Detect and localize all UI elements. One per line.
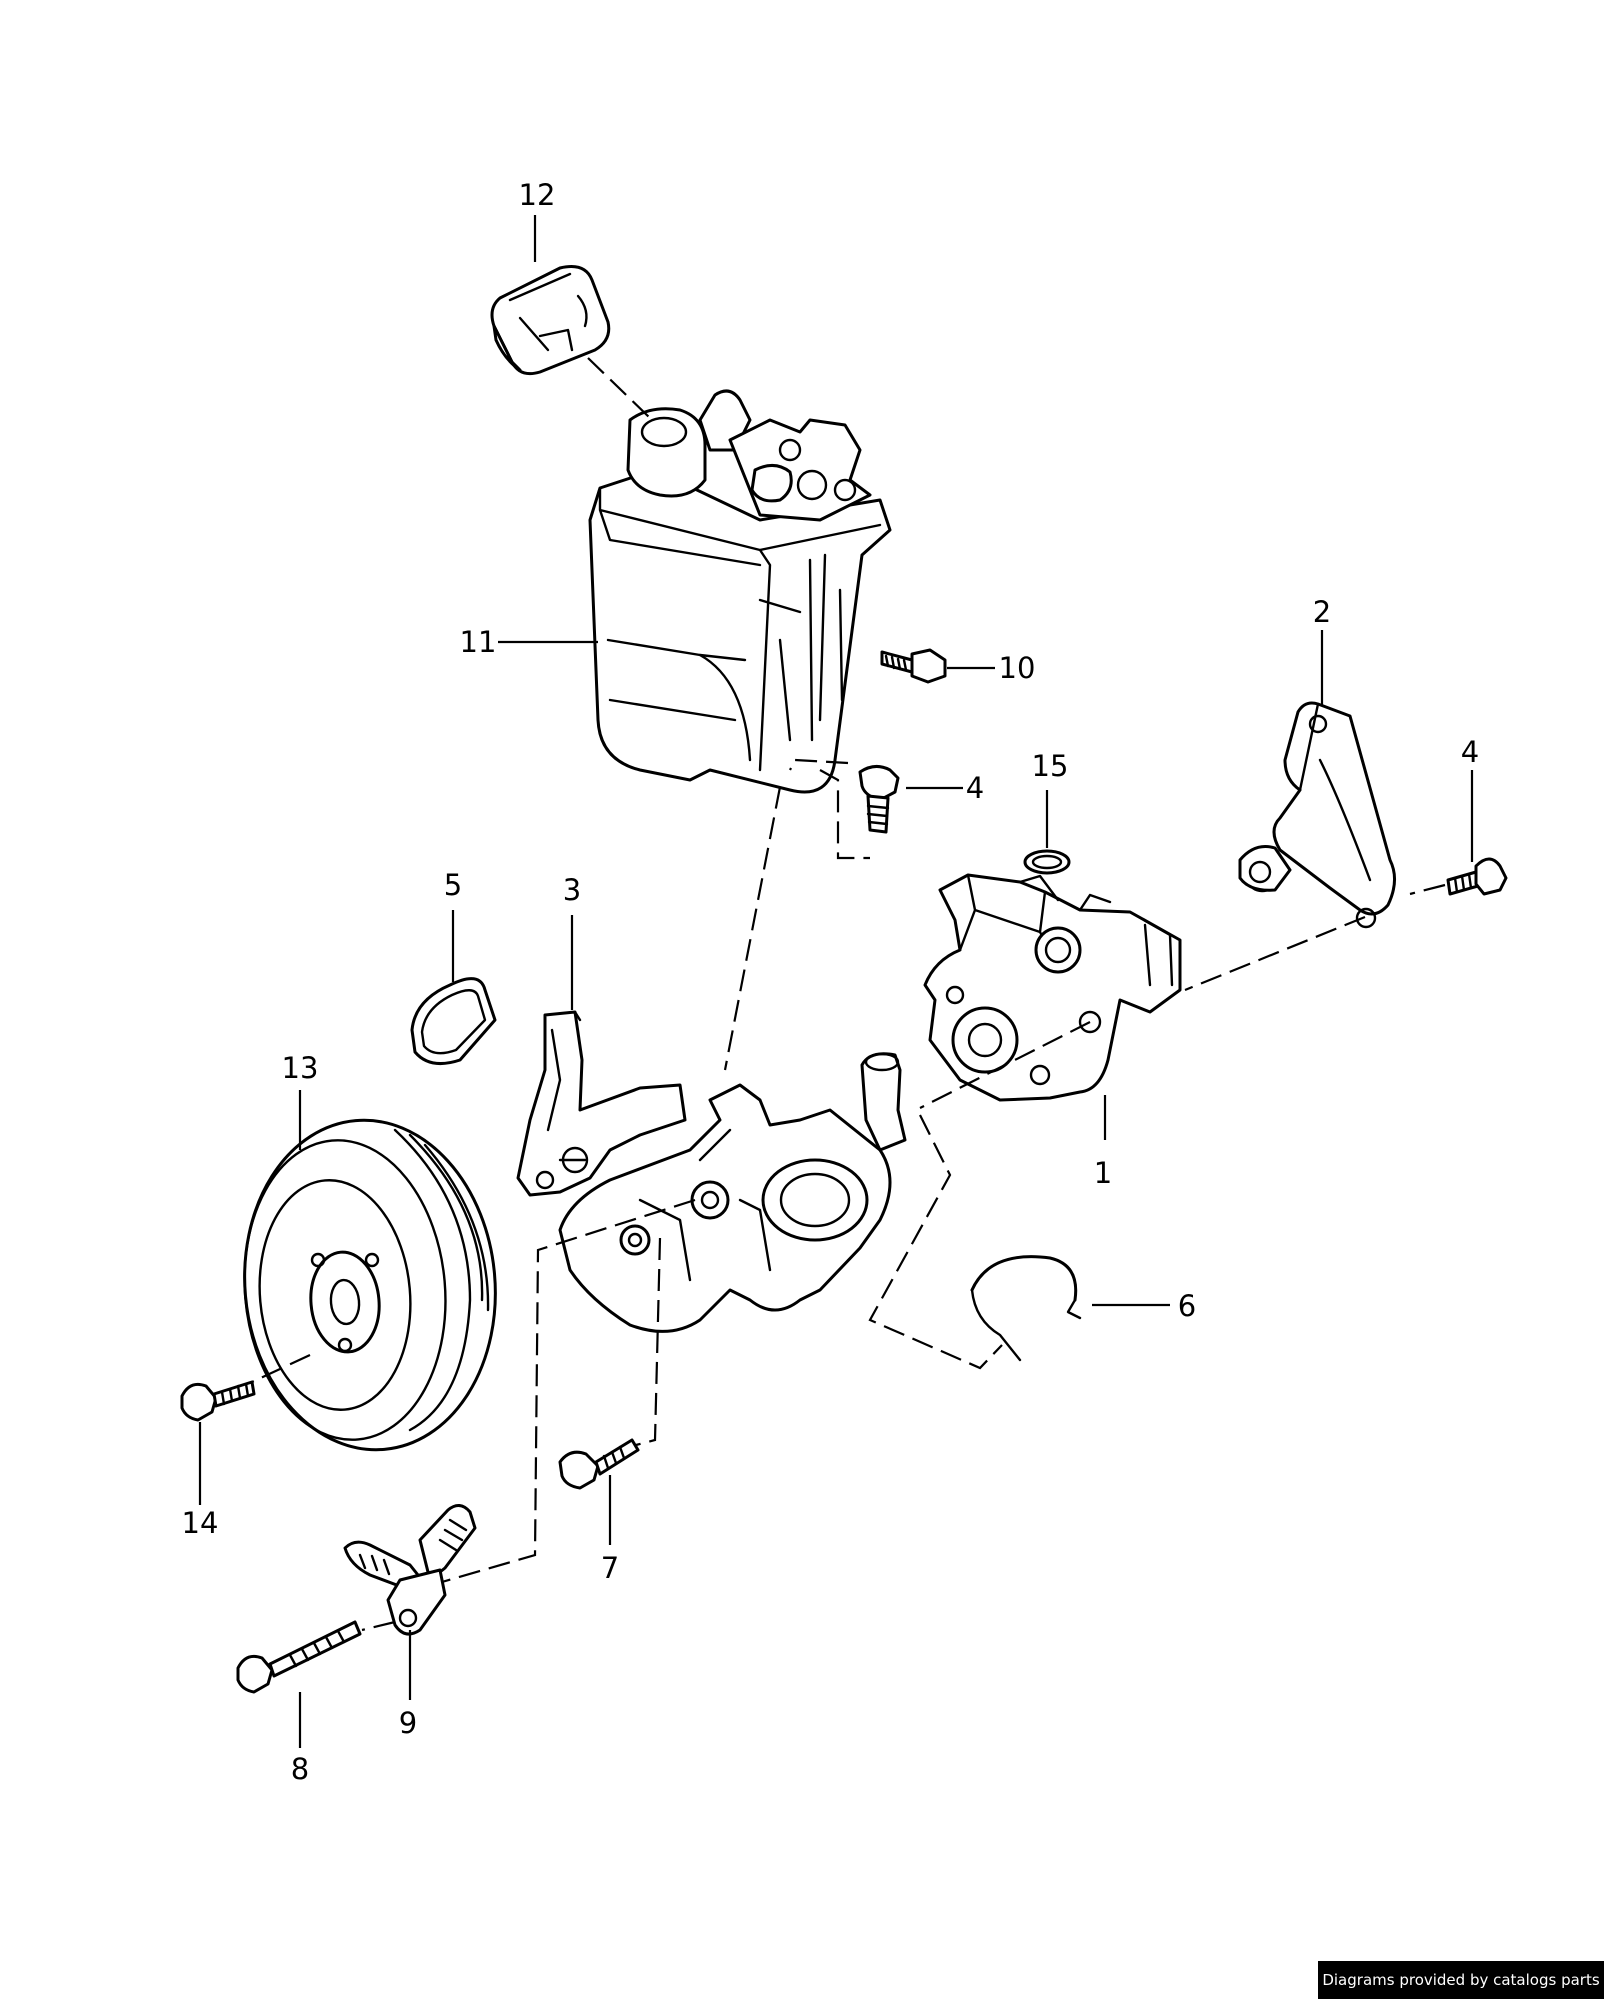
bolt-14[interactable] (180, 1380, 256, 1422)
fitting-9[interactable] (343, 1504, 477, 1636)
callout-9: 9 (399, 1706, 417, 1740)
callout-1: 1 (1094, 1156, 1112, 1190)
callout-7: 7 (601, 1551, 619, 1585)
callout-5: 5 (444, 868, 462, 902)
power-steering-pump[interactable] (923, 873, 1182, 1102)
callout-12: 12 (519, 178, 556, 212)
bolt-10[interactable] (880, 648, 947, 684)
pump-housing[interactable] (558, 1052, 907, 1333)
bolt-8[interactable] (236, 1620, 362, 1694)
callout-10: 10 (999, 651, 1036, 685)
callout-4-upper: 4 (966, 771, 984, 805)
callout-4-right: 4 (1461, 735, 1479, 769)
o-ring-15[interactable] (1023, 849, 1071, 875)
assembly-lines (251, 357, 1446, 1632)
callout-14: 14 (182, 1506, 219, 1540)
callout-6: 6 (1178, 1289, 1196, 1323)
callout-8: 8 (291, 1752, 309, 1786)
credit-banner: Diagrams provided by catalogs parts (1318, 1961, 1604, 1999)
callout-3: 3 (563, 873, 581, 907)
pump-bracket[interactable] (1238, 701, 1396, 929)
callout-11: 11 (460, 625, 497, 659)
pulley[interactable] (231, 1110, 509, 1461)
callout-15: 15 (1032, 749, 1069, 783)
callout-13: 13 (282, 1051, 319, 1085)
bolt-4-upper[interactable] (858, 765, 900, 834)
bolt-4-right[interactable] (1446, 857, 1508, 896)
hose-clip[interactable] (970, 1255, 1082, 1362)
callout-2: 2 (1313, 595, 1331, 629)
callouts: 1 2 3 4 4 5 6 7 8 9 10 11 12 13 14 15 (182, 178, 1480, 1786)
power-steering-reservoir[interactable] (588, 389, 892, 794)
gasket-5[interactable] (410, 977, 497, 1066)
mounting-bracket[interactable] (516, 1010, 687, 1197)
leader-lines (198, 215, 1474, 1748)
bolt-7[interactable] (558, 1438, 640, 1490)
reservoir-cap[interactable] (490, 265, 611, 376)
